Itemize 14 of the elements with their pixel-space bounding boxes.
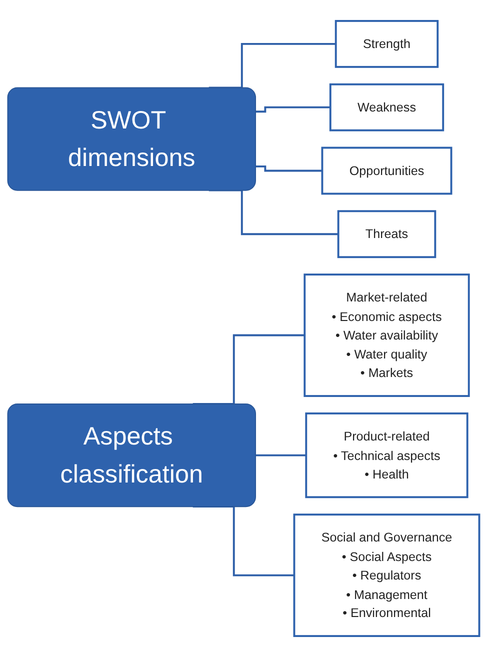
node-box: Social and Governance • Social Aspects • Regulators • Management • Environmental xyxy=(293,514,480,638)
node-box: Strength xyxy=(334,20,439,68)
node-box: SWOT dimensions xyxy=(7,87,256,191)
connector xyxy=(256,454,306,456)
node-box: Aspects classification xyxy=(7,404,256,508)
connector xyxy=(208,42,336,89)
node-box: Market-related • Economic aspects • Water availability • Water quality • Markets xyxy=(304,274,470,397)
node-box: Weakness xyxy=(329,83,444,132)
connector xyxy=(208,189,338,236)
connector xyxy=(256,165,322,172)
connector xyxy=(256,106,330,113)
node-box: Threats xyxy=(337,210,436,258)
node-box: Opportunities xyxy=(321,146,452,195)
node-box: Product-related • Technical aspects • Health xyxy=(305,412,468,498)
